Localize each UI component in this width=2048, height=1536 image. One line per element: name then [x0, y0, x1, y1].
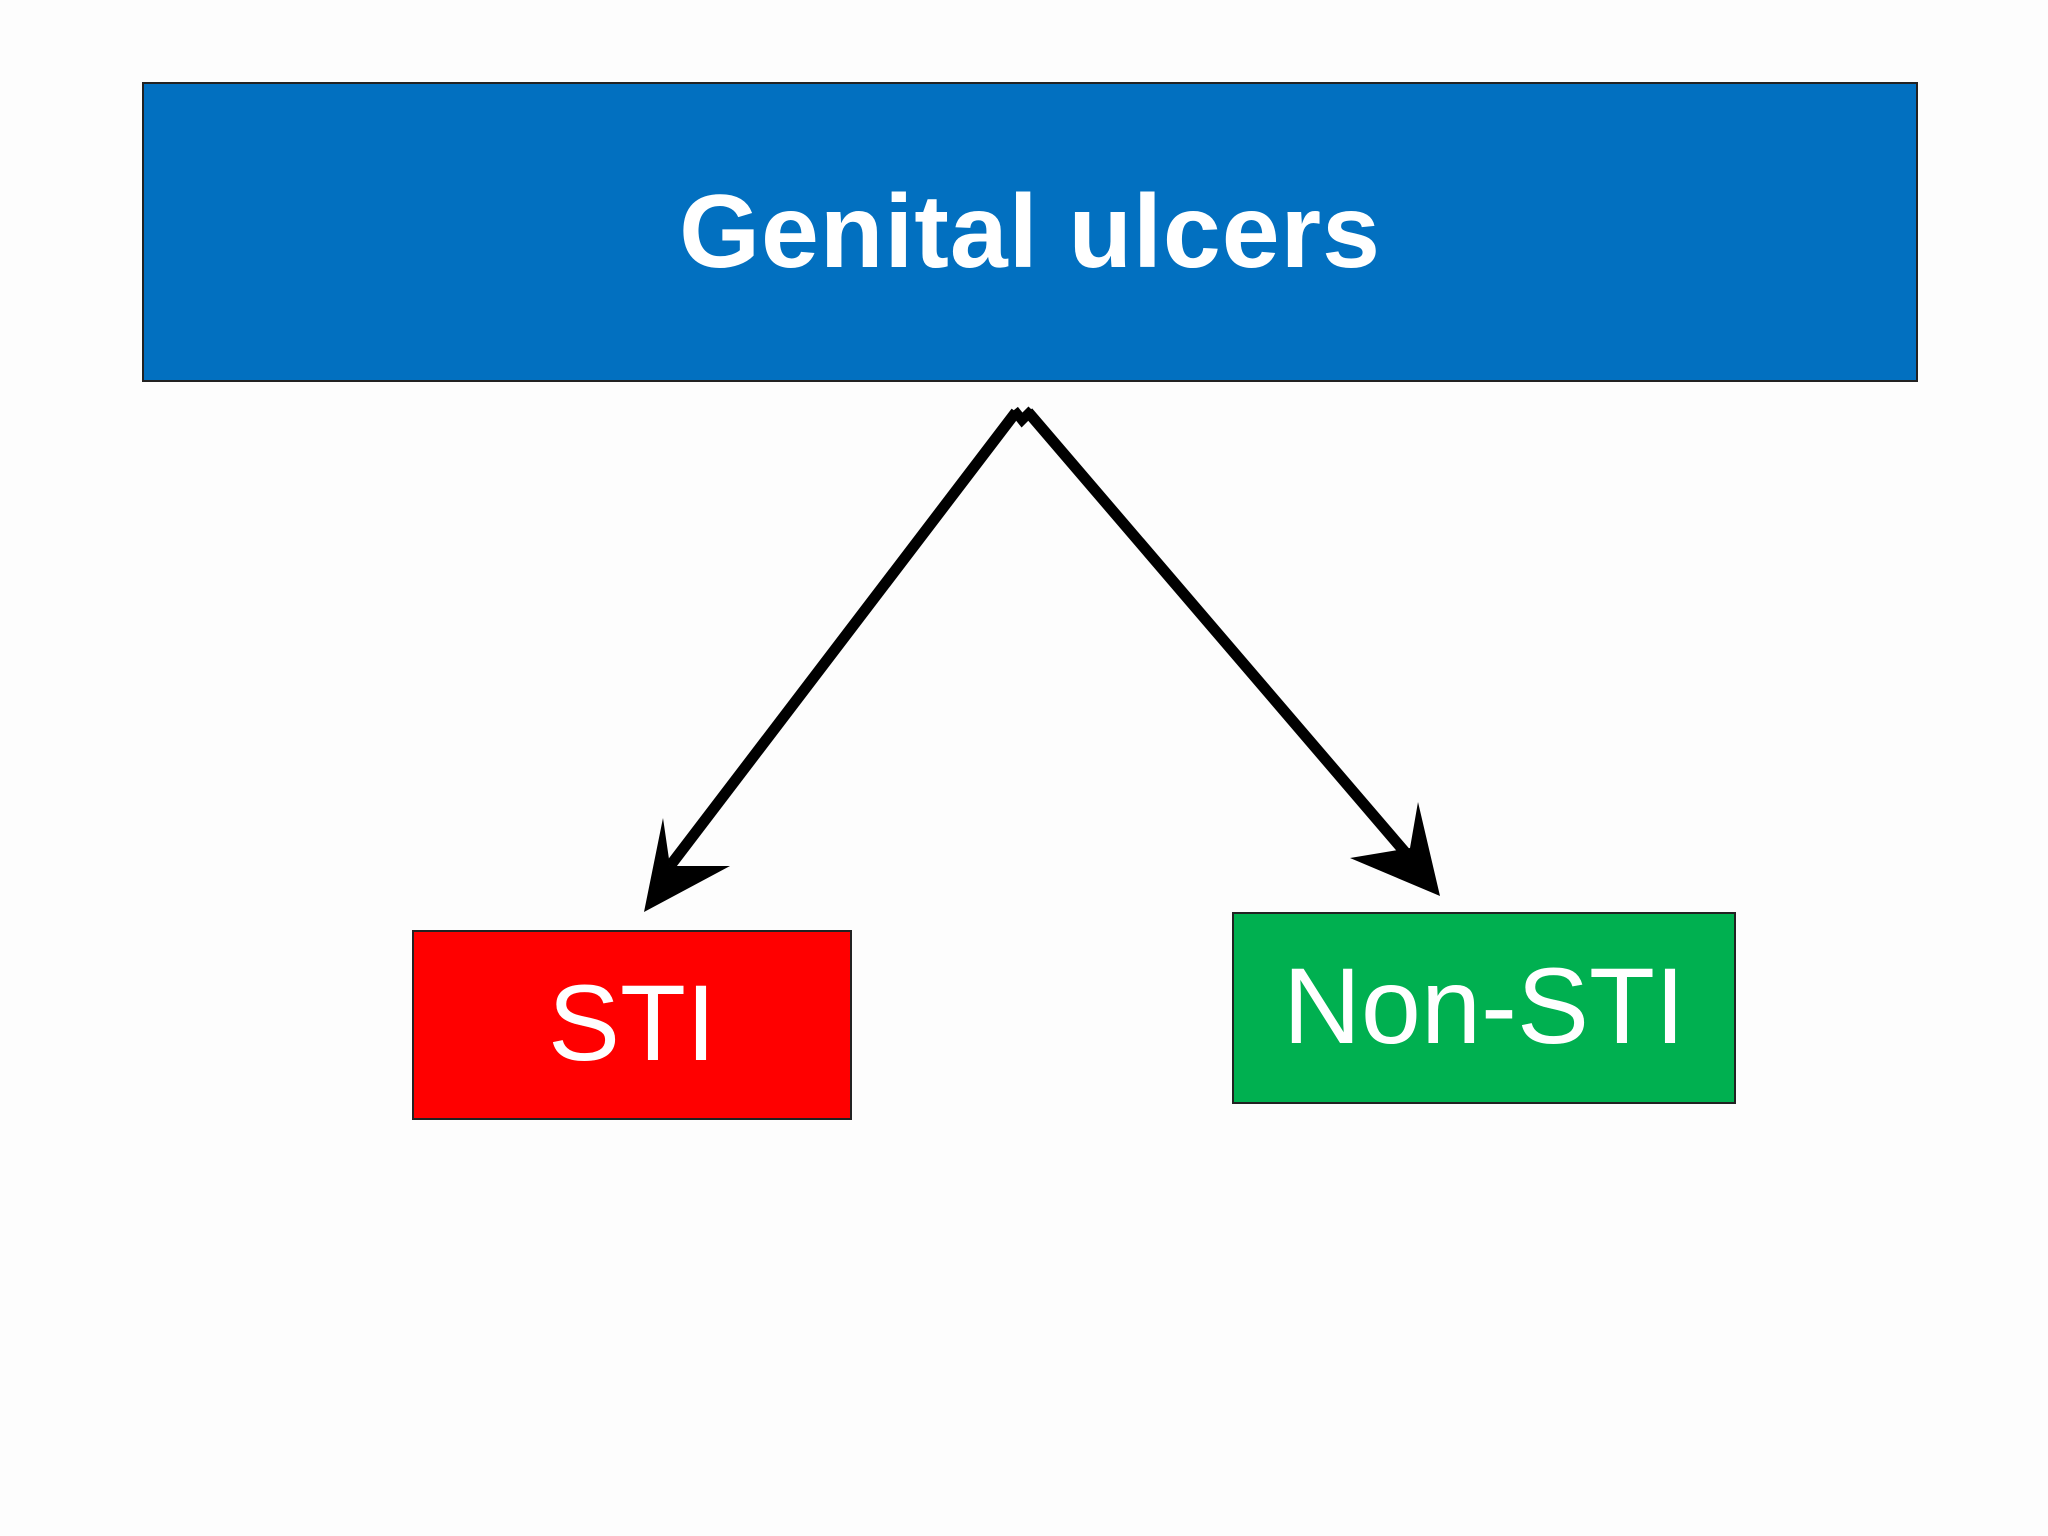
sti-node-label: STI: [547, 961, 716, 1083]
child-node-non-sti: Non-STI: [1232, 912, 1736, 1104]
root-node-genital-ulcers: Genital ulcers: [142, 82, 1918, 382]
child-node-sti: STI: [412, 930, 852, 1120]
arrow-junction: [1010, 406, 1036, 428]
arrow-to-non-sti-head: [1350, 802, 1440, 896]
arrow-to-sti-head: [644, 818, 730, 912]
arrow-to-sti-shaft: [665, 408, 1021, 870]
root-node-label: Genital ulcers: [679, 173, 1381, 290]
non-sti-node-label: Non-STI: [1282, 944, 1686, 1066]
arrow-to-sti: [644, 408, 1021, 912]
arrow-to-non-sti: [1023, 408, 1440, 896]
arrow-to-non-sti-shaft: [1023, 408, 1415, 862]
